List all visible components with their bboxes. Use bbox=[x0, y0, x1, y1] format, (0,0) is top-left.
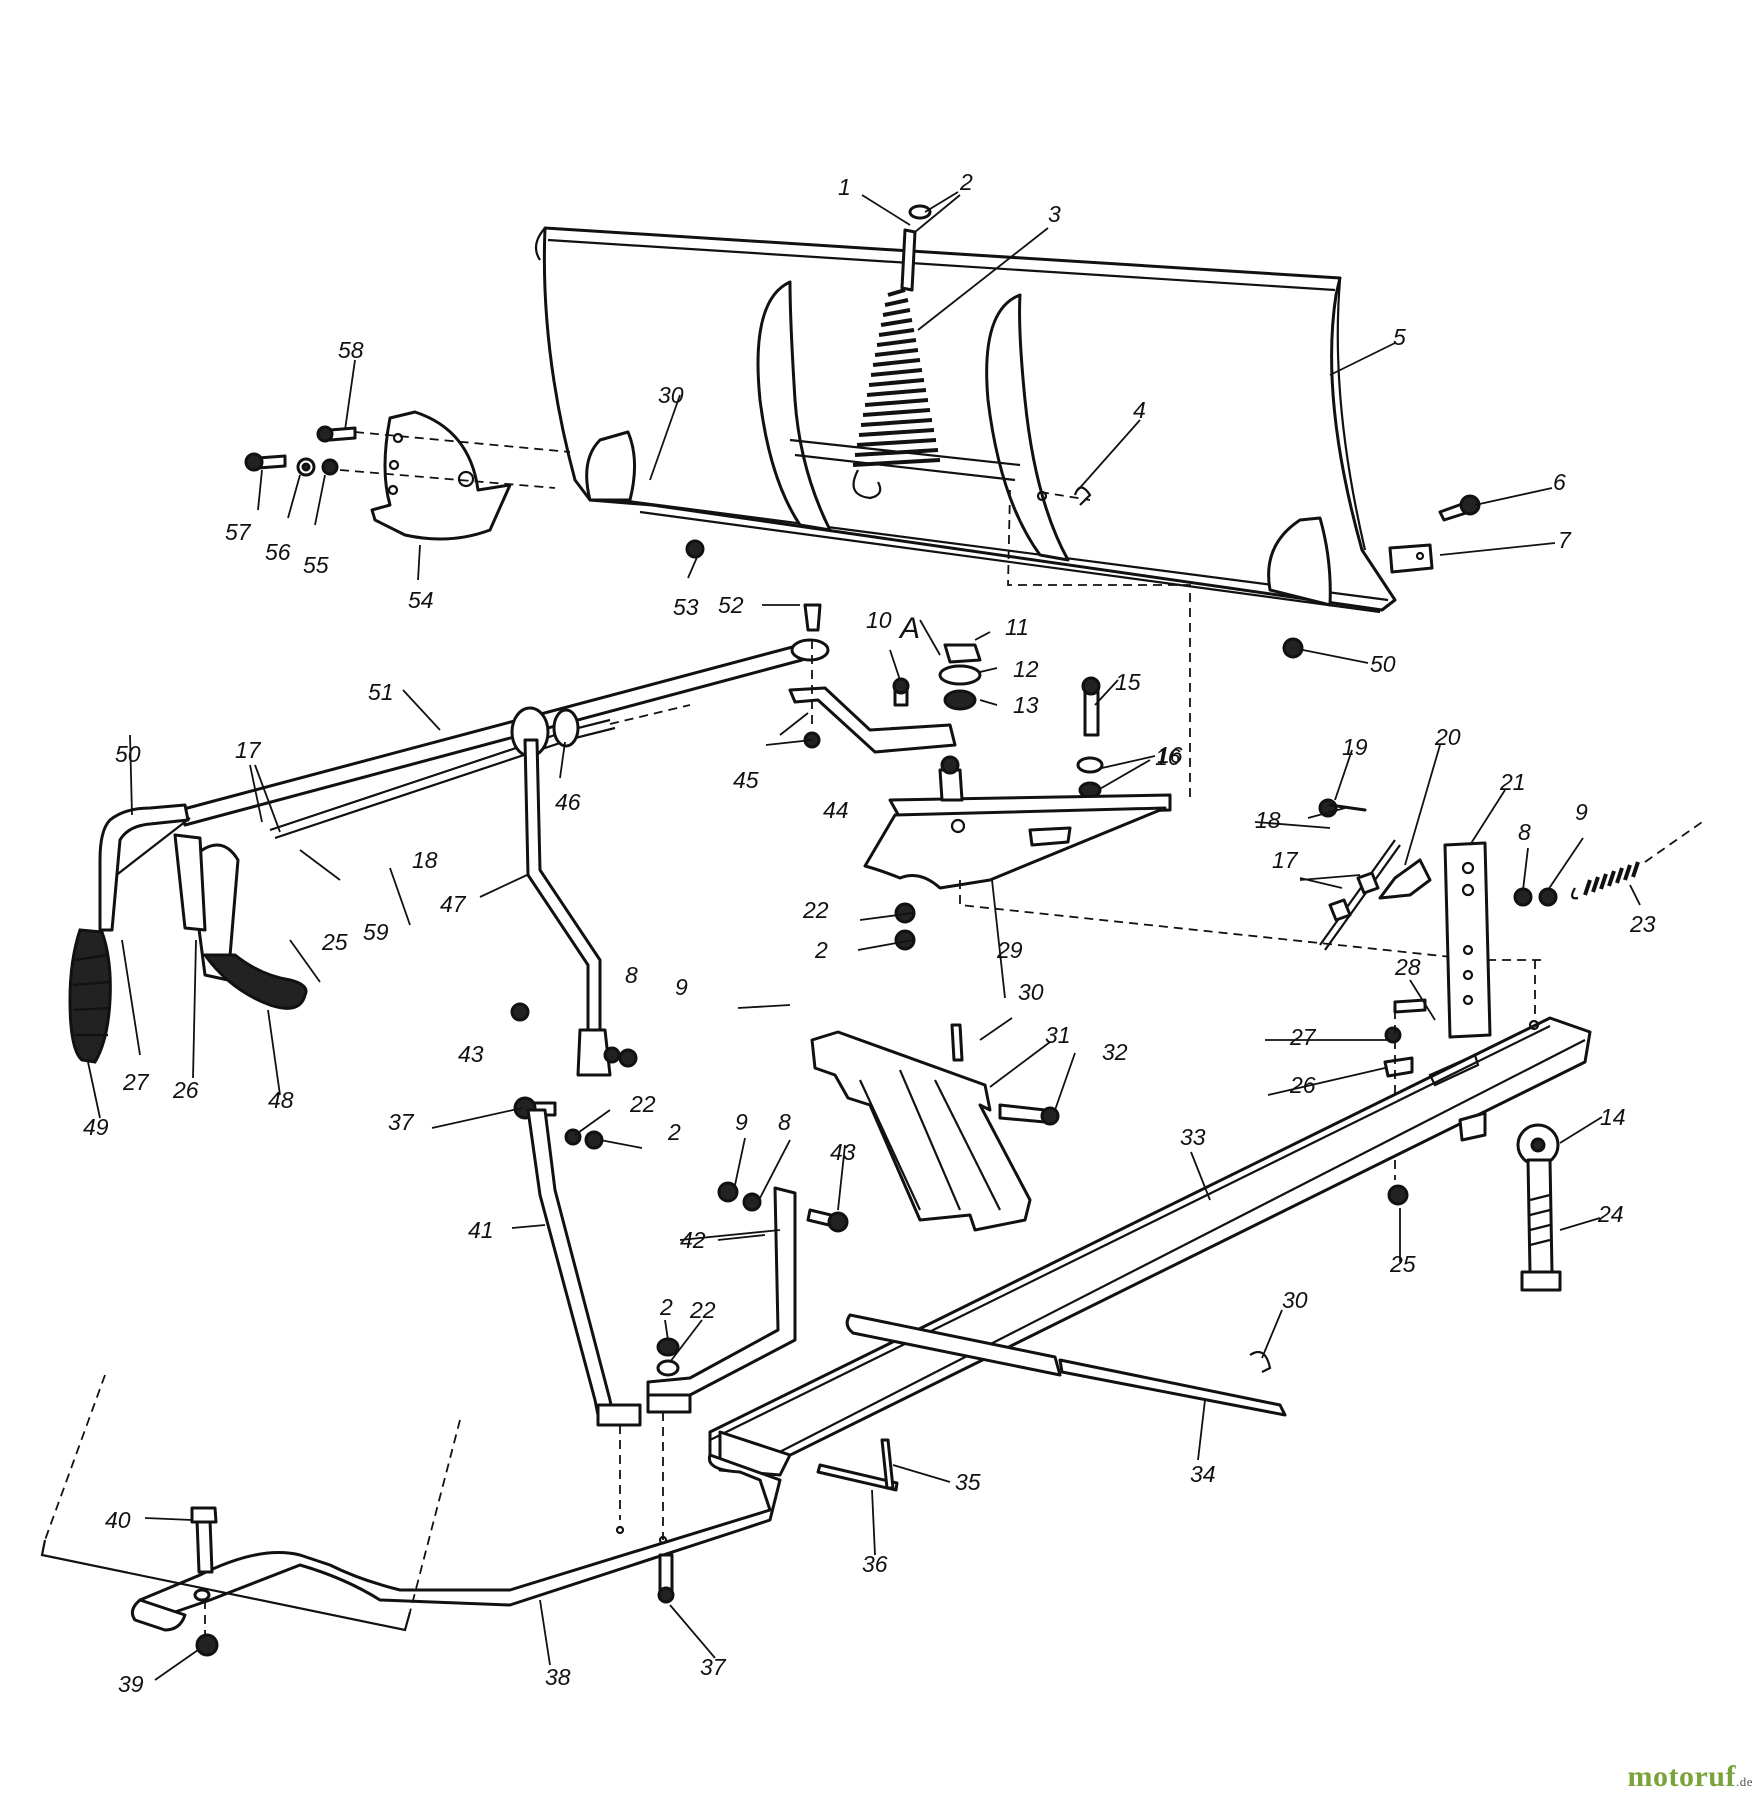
callout-42: 42 bbox=[680, 1227, 706, 1253]
callout-18-left: 18 bbox=[412, 847, 438, 873]
callout-53: 53 bbox=[673, 594, 699, 620]
callout-31: 31 bbox=[1045, 1022, 1071, 1048]
callout-2-mid: 2 bbox=[814, 937, 828, 963]
callout-9-mid: 9 bbox=[675, 974, 688, 1000]
callout-59: 59 bbox=[363, 919, 389, 945]
callout-57: 57 bbox=[225, 519, 252, 545]
callout-17-left: 17 bbox=[235, 737, 262, 763]
callout-40: 40 bbox=[105, 1507, 131, 1533]
side-plate-assembly bbox=[244, 410, 571, 541]
callout-46: 46 bbox=[555, 789, 581, 815]
callout-7: 7 bbox=[1558, 527, 1572, 553]
callout-50-left: 50 bbox=[115, 741, 141, 767]
watermark-brand: motoruf bbox=[1627, 1760, 1736, 1793]
callout-10: 10 bbox=[866, 607, 892, 633]
callout-22-bottom: 22 bbox=[689, 1297, 716, 1323]
motoruf-watermark-logo: motoruf.de bbox=[1627, 1760, 1753, 1794]
callout-37-bottom: 37 bbox=[700, 1654, 727, 1680]
callout-30-right: 30 bbox=[1282, 1287, 1308, 1313]
callout-5: 5 bbox=[1393, 324, 1406, 350]
callout-2-low: 2 bbox=[667, 1119, 681, 1145]
callout-3: 3 bbox=[1048, 201, 1061, 227]
callout-27-left: 27 bbox=[122, 1069, 150, 1095]
lift-bar-assembly bbox=[68, 603, 957, 1077]
callout-8-mid: 8 bbox=[625, 962, 638, 988]
callout-22-mid: 22 bbox=[802, 897, 829, 923]
callout-51: 51 bbox=[368, 679, 394, 705]
blade-hardware bbox=[685, 486, 1481, 800]
callout-25-right: 25 bbox=[1389, 1251, 1416, 1277]
callout-4: 4 bbox=[1133, 397, 1146, 423]
callout-48: 48 bbox=[268, 1087, 294, 1113]
callout-47: 47 bbox=[440, 891, 467, 917]
right-lever-assembly bbox=[1318, 798, 1706, 1206]
callout-55: 55 bbox=[303, 552, 329, 578]
callout-34: 34 bbox=[1190, 1461, 1216, 1487]
callout-13: 13 bbox=[1013, 692, 1039, 718]
callout-26-left: 26 bbox=[172, 1077, 199, 1103]
callout-52: 52 bbox=[718, 592, 744, 618]
callout-44: 44 bbox=[823, 797, 849, 823]
blade-spring bbox=[852, 204, 941, 500]
callout-12: 12 bbox=[1013, 656, 1039, 682]
callout-30-top: 30 bbox=[658, 382, 684, 408]
callout-39: 39 bbox=[118, 1671, 144, 1697]
callout-14: 14 bbox=[1600, 1104, 1626, 1130]
support-arms bbox=[526, 1108, 797, 1540]
rod-assembly bbox=[816, 1313, 1287, 1492]
callout-20: 20 bbox=[1434, 724, 1461, 750]
callout-37-top: 37 bbox=[388, 1109, 415, 1135]
callout-11: 11 bbox=[1005, 614, 1029, 640]
callout-32: 32 bbox=[1102, 1039, 1128, 1065]
callout-1: 1 bbox=[838, 174, 851, 200]
callout-33: 33 bbox=[1180, 1124, 1206, 1150]
callout-19: 19 bbox=[1342, 734, 1368, 760]
callout-8-right: 8 bbox=[1518, 819, 1531, 845]
callout-15: 15 bbox=[1115, 669, 1141, 695]
callout-45: 45 bbox=[733, 767, 759, 793]
callout-16-top: 16 bbox=[1157, 742, 1183, 768]
callout-27-right: 27 bbox=[1289, 1024, 1317, 1050]
leader-lines bbox=[87, 191, 1641, 1681]
callout-21: 21 bbox=[1499, 769, 1526, 795]
callout-22-low: 22 bbox=[629, 1091, 656, 1117]
callout-2-bottom: 2 bbox=[659, 1294, 673, 1320]
callout-labels: 1 2 3 4 5 6 7 50 30 58 57 56 55 54 53 52… bbox=[83, 169, 1656, 1697]
callout-43-left: 43 bbox=[458, 1041, 484, 1067]
callout-25-left: 25 bbox=[321, 929, 348, 955]
callout-9-low: 9 bbox=[735, 1109, 748, 1135]
callout-56: 56 bbox=[265, 539, 291, 565]
bracket-31 bbox=[810, 1023, 1060, 1232]
callout-26-right: 26 bbox=[1289, 1072, 1316, 1098]
callout-54: 54 bbox=[408, 587, 434, 613]
callout-35: 35 bbox=[955, 1469, 981, 1495]
callout-50-right: 50 bbox=[1370, 651, 1396, 677]
callout-17-right: 17 bbox=[1272, 847, 1299, 873]
callout-36: 36 bbox=[862, 1551, 888, 1577]
mounting-hardware bbox=[510, 1002, 1562, 1377]
callout-28: 28 bbox=[1394, 954, 1421, 980]
callout-2: 2 bbox=[959, 169, 973, 195]
plow-blade bbox=[534, 226, 1397, 614]
callout-9-right: 9 bbox=[1575, 799, 1588, 825]
callout-38: 38 bbox=[545, 1664, 571, 1690]
callout-49: 49 bbox=[83, 1114, 109, 1140]
callout-30-mid: 30 bbox=[1018, 979, 1044, 1005]
callout-6: 6 bbox=[1553, 469, 1566, 495]
callout-23: 23 bbox=[1629, 911, 1656, 937]
callout-43-right: 43 bbox=[830, 1139, 856, 1165]
callout-58: 58 bbox=[338, 337, 364, 363]
callout-8-low: 8 bbox=[778, 1109, 791, 1135]
callout-detail-a: A bbox=[898, 612, 920, 645]
callout-29: 29 bbox=[996, 937, 1023, 963]
callout-18-right: 18 bbox=[1255, 807, 1281, 833]
push-frame bbox=[40, 960, 1592, 1657]
watermark-tld: .de bbox=[1735, 1774, 1753, 1789]
callout-41: 41 bbox=[468, 1217, 494, 1243]
callout-24: 24 bbox=[1597, 1201, 1624, 1227]
callout-16-bottom: 16 bbox=[1155, 744, 1181, 770]
pivot-plate-assembly bbox=[863, 643, 1545, 961]
